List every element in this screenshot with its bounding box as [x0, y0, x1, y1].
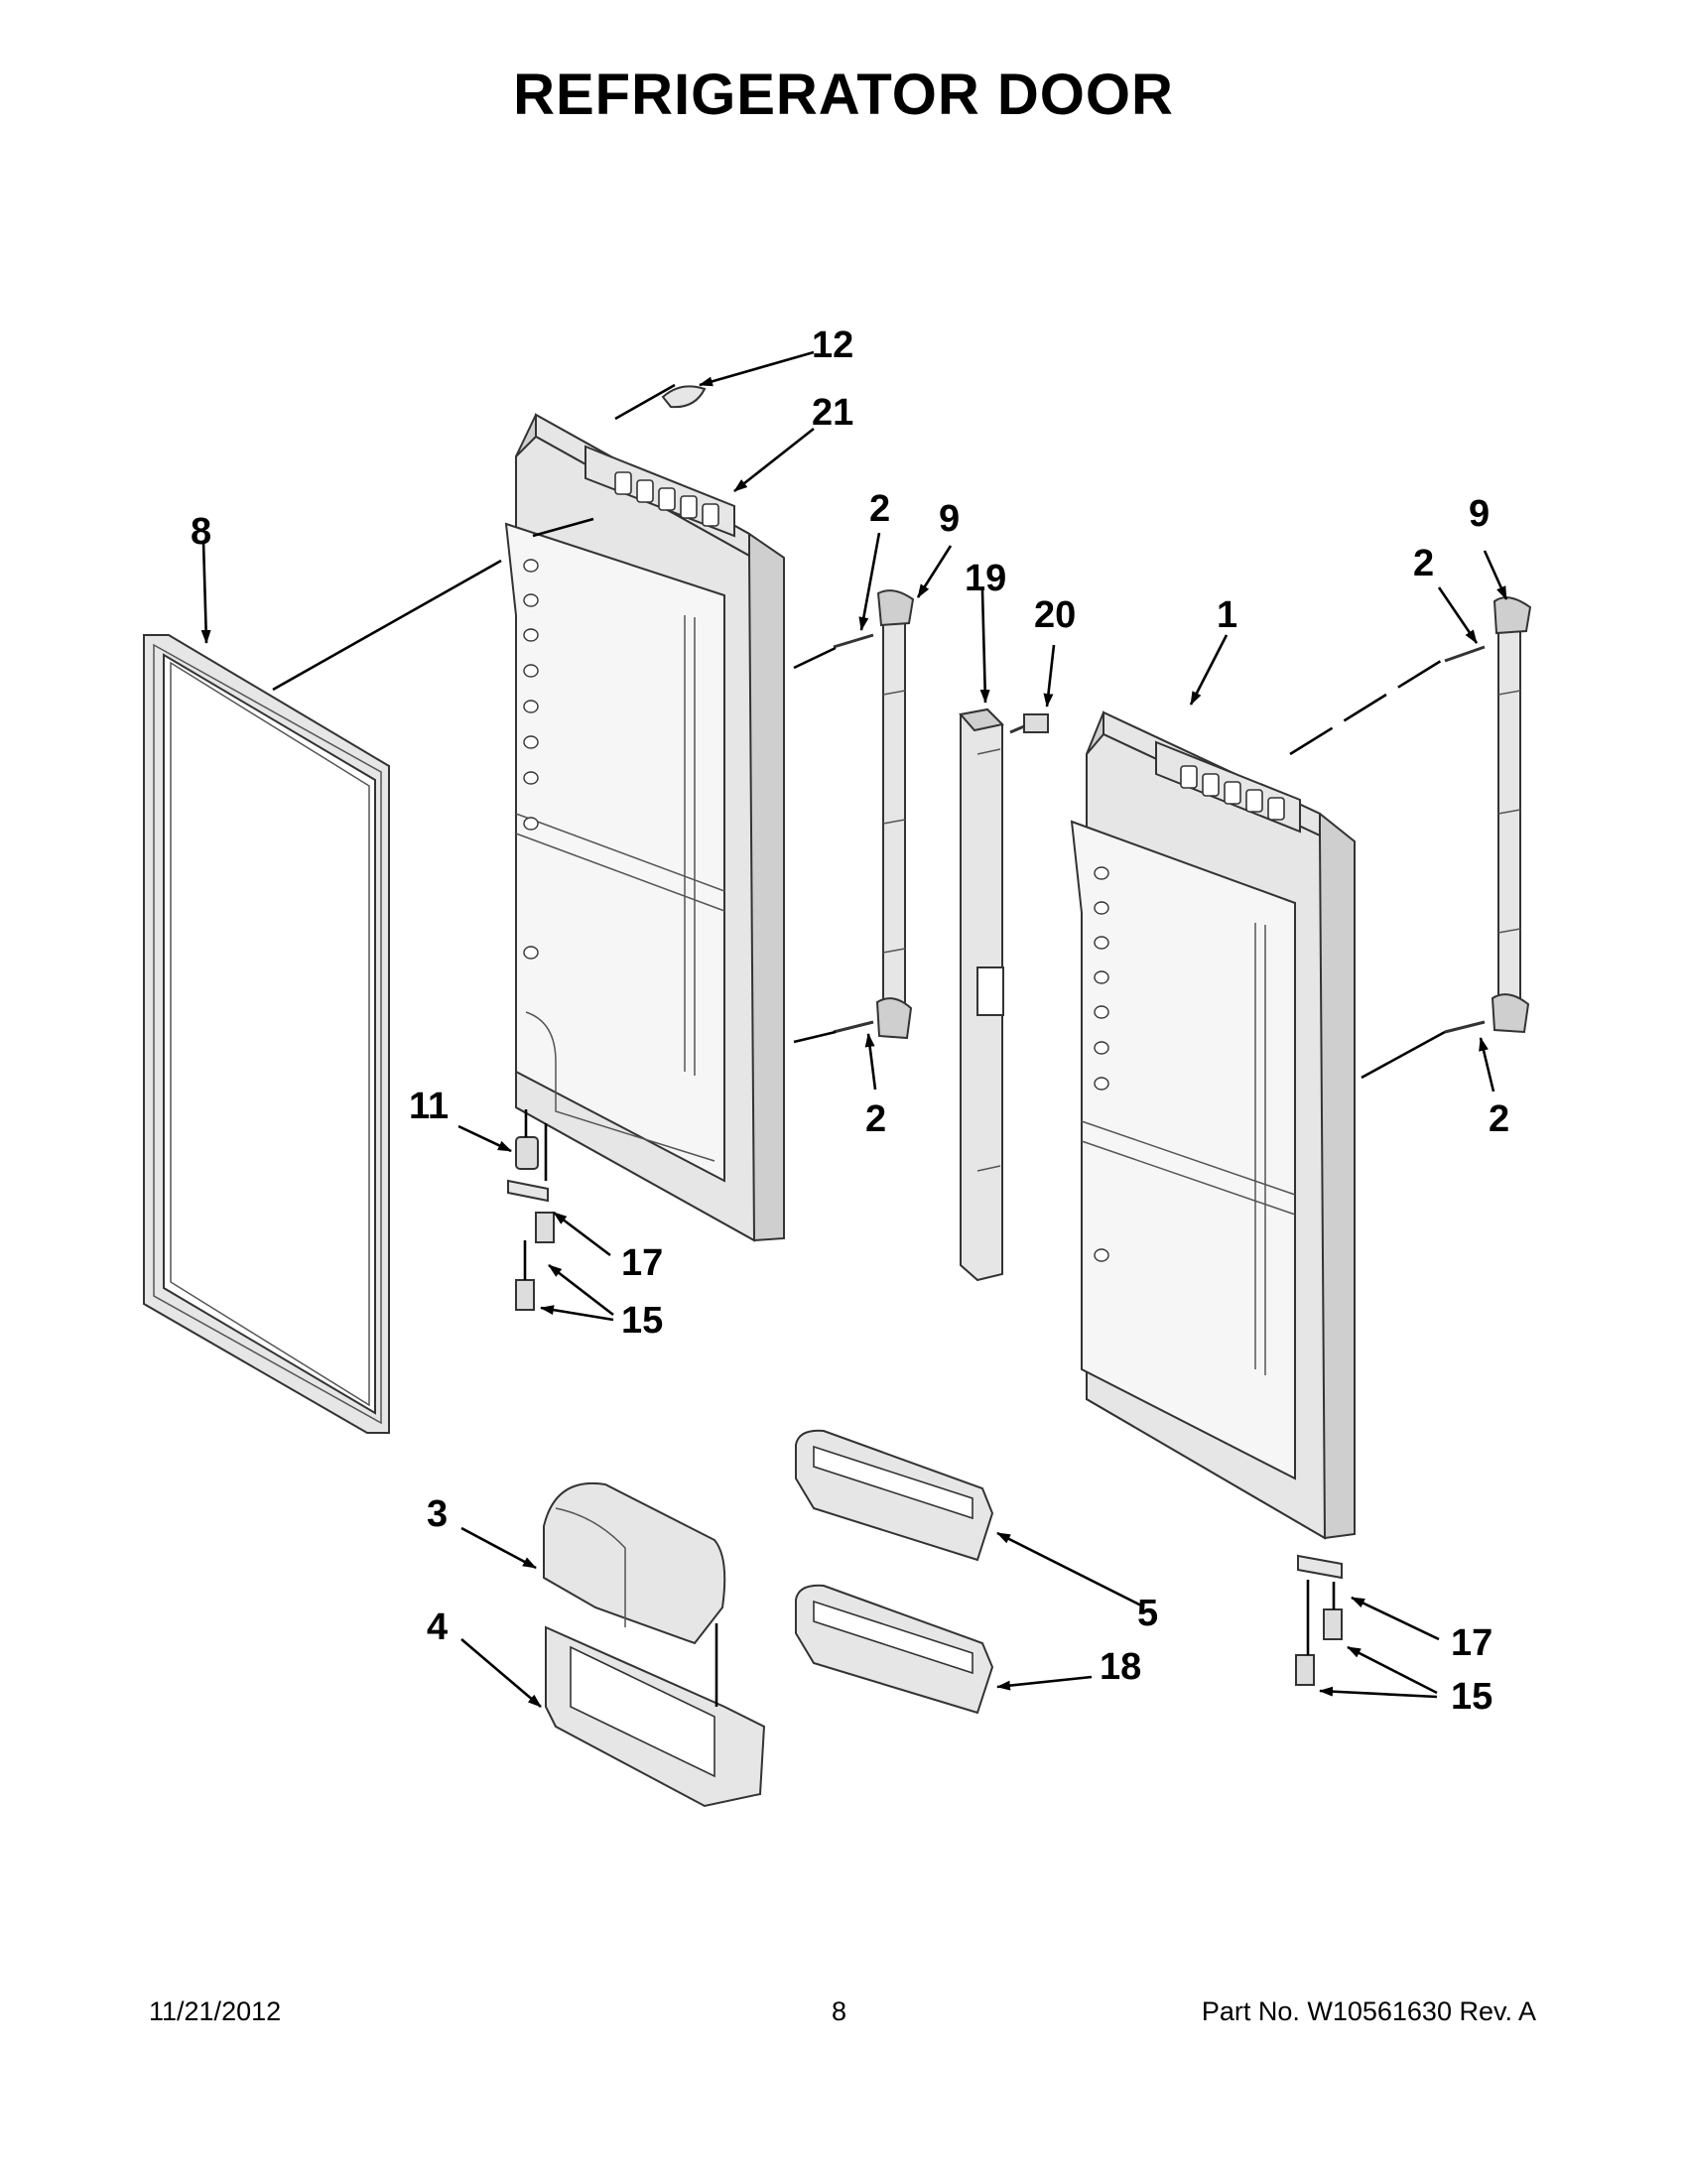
callout-2: 2 [1489, 1098, 1509, 1140]
right-hinge-hardware-part [1295, 1554, 1343, 1686]
callout-3: 3 [427, 1493, 448, 1535]
right-door-handle-part [1491, 596, 1532, 1034]
callout-20: 20 [1034, 594, 1076, 636]
footer-page-number: 8 [832, 1996, 847, 2026]
footer-part-number: Part No. W10561630 Rev. A [1201, 1996, 1536, 2026]
callout-11: 11 [409, 1086, 449, 1127]
dairy-bin-part [545, 1625, 766, 1808]
assembly-lines [272, 383, 1446, 1707]
callout-2: 2 [865, 1098, 886, 1140]
mullion-part [959, 707, 1005, 1282]
callout-9: 9 [1469, 493, 1490, 535]
callout-15: 15 [621, 1300, 663, 1342]
callout-5: 5 [1137, 1593, 1158, 1634]
callout-17: 17 [621, 1242, 663, 1284]
callout-2: 2 [869, 488, 890, 530]
handle-screws-part [833, 633, 1486, 1034]
hinge-cap-part [661, 385, 707, 409]
door-gasket-part [143, 634, 390, 1434]
footer-date: 11/21/2012 [149, 1996, 282, 2026]
door-bin-2-part [795, 1584, 994, 1715]
dairy-door-part [543, 1481, 726, 1645]
door-bin-part [795, 1429, 994, 1562]
callout-21: 21 [812, 392, 853, 434]
left-hinge-hardware-part [507, 1136, 555, 1311]
callout-15: 15 [1451, 1676, 1492, 1718]
callout-4: 4 [427, 1606, 448, 1648]
page-title: REFRIGERATOR DOOR [513, 63, 1174, 127]
left-door-liner-part [504, 413, 785, 1242]
callout-12: 12 [812, 324, 853, 366]
callout-2: 2 [1413, 543, 1434, 584]
callout-18: 18 [1100, 1646, 1141, 1688]
callout-arrows [200, 350, 1508, 1708]
callout-19: 19 [965, 558, 1006, 599]
callout-8: 8 [191, 511, 211, 553]
mullion-screw-part [1009, 713, 1049, 734]
left-door-handle-part [875, 589, 915, 1040]
callout-9: 9 [939, 498, 960, 540]
callout-1: 1 [1217, 594, 1237, 636]
callout-17: 17 [1451, 1622, 1492, 1664]
callout-labels: 12 21 8 2 9 19 20 1 2 9 2 2 11 17 15 3 4… [191, 324, 1509, 1718]
right-door-liner-part [1070, 710, 1356, 1540]
